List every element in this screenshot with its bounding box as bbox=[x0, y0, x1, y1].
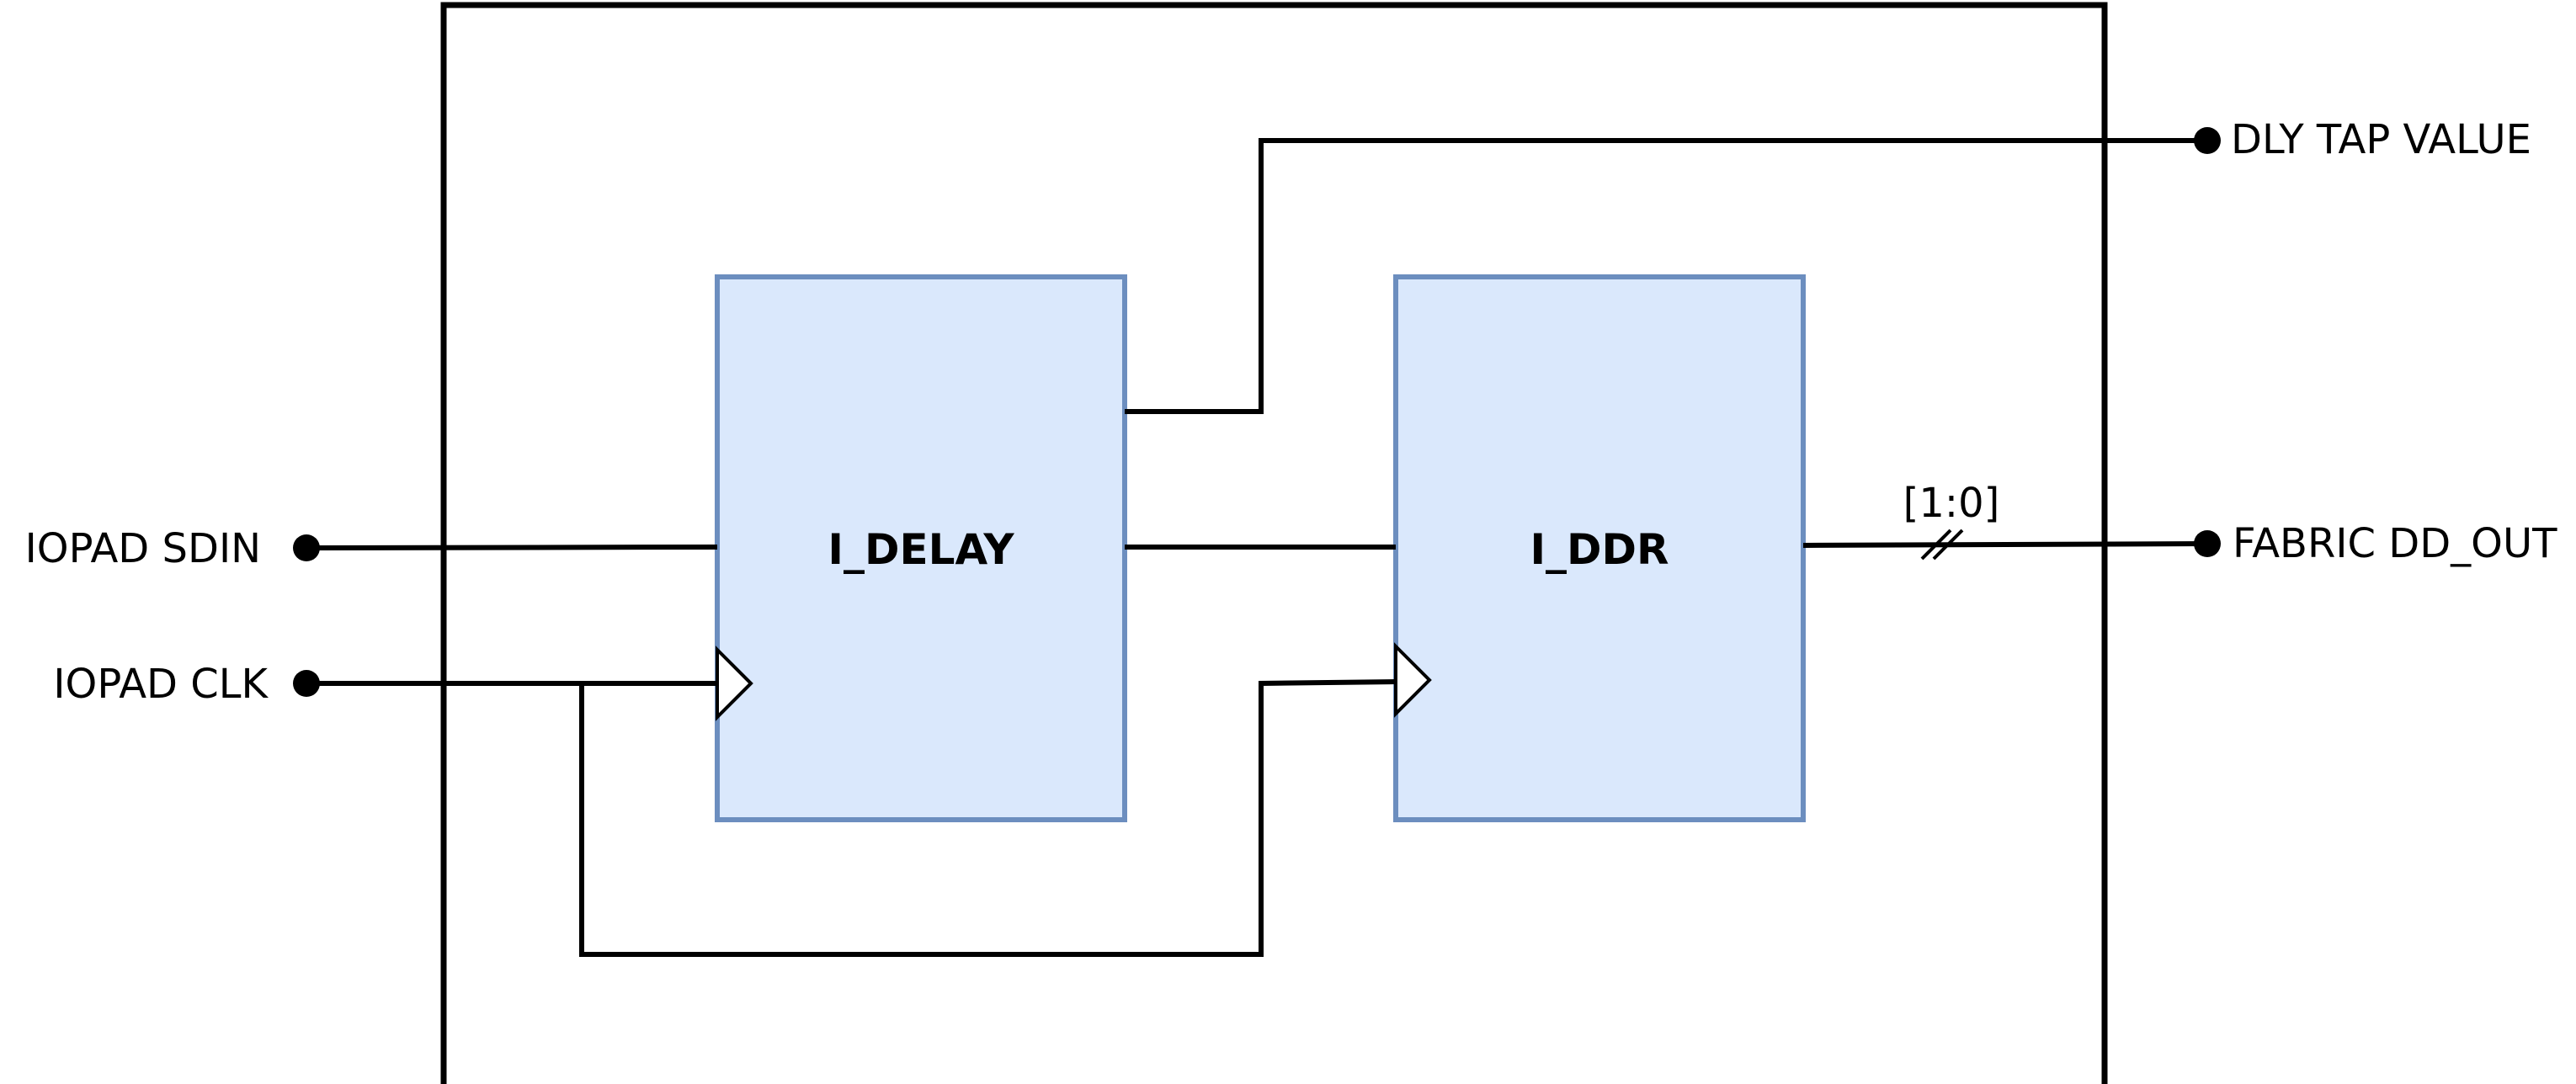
wire-tap-value bbox=[1125, 138, 2207, 414]
port-label-tap: DLY TAP VALUE bbox=[2231, 116, 2531, 163]
i-delay-clock-triangle bbox=[716, 646, 753, 721]
wire-dd-out bbox=[1802, 541, 2208, 548]
port-label-out: FABRIC DD_OUT bbox=[2233, 520, 2557, 567]
bus-slash-2 bbox=[1932, 529, 1964, 561]
port-dot-tap bbox=[2194, 127, 2221, 154]
bus-slash-1 bbox=[1920, 529, 1952, 561]
port-dot-out bbox=[2194, 530, 2221, 557]
port-dot-clk bbox=[293, 670, 320, 697]
i-delay-label: I_DELAY bbox=[828, 525, 1014, 574]
i-ddr-clock-triangle bbox=[1394, 642, 1432, 718]
port-label-sdin: IOPAD SDIN bbox=[25, 525, 261, 572]
port-dot-sdin bbox=[293, 534, 320, 561]
i-ddr-label: I_DDR bbox=[1530, 525, 1669, 574]
bus-width-label: [1:0] bbox=[1903, 480, 2000, 527]
wire-clk-to-ddr bbox=[579, 679, 1397, 957]
wire-sdin bbox=[306, 545, 718, 550]
i-delay-block bbox=[715, 274, 1127, 822]
i-ddr-block bbox=[1393, 274, 1806, 822]
port-label-clk: IOPAD CLK bbox=[53, 661, 269, 708]
